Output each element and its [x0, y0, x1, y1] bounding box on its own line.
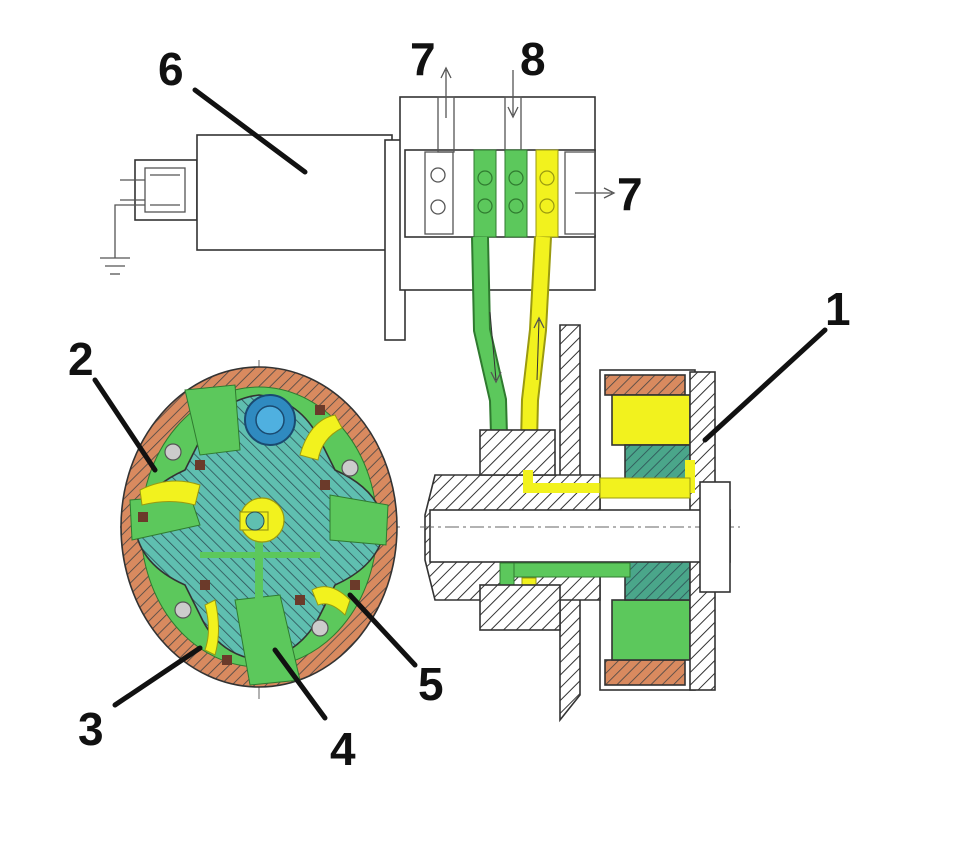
lock-pin-icon	[244, 394, 296, 446]
phaser-front-view	[120, 360, 400, 700]
callout-3: 3	[78, 703, 104, 755]
callout-labels: 1 2 3 4 5 6 7 7 8	[68, 33, 851, 775]
callout-8: 8	[520, 33, 546, 85]
arrow-icon	[440, 66, 616, 199]
camshaft	[429, 509, 731, 563]
leader-lines	[92, 87, 828, 721]
bolt-icon	[164, 443, 359, 637]
solenoid-valve	[100, 66, 616, 341]
callout-2: 2	[68, 333, 94, 385]
connector-icon	[120, 159, 198, 221]
callout-4: 4	[330, 723, 356, 775]
callout-1: 1	[825, 283, 851, 335]
center-keyhole	[239, 497, 285, 543]
vane-seal-icon	[138, 405, 360, 665]
callout-5: 5	[418, 658, 444, 710]
callout-7-right: 7	[617, 168, 643, 220]
solenoid-body	[196, 134, 393, 251]
phaser-section	[420, 324, 740, 723]
callout-7-top: 7	[410, 33, 436, 85]
callout-6: 6	[158, 43, 184, 95]
ground-icon	[100, 204, 145, 275]
